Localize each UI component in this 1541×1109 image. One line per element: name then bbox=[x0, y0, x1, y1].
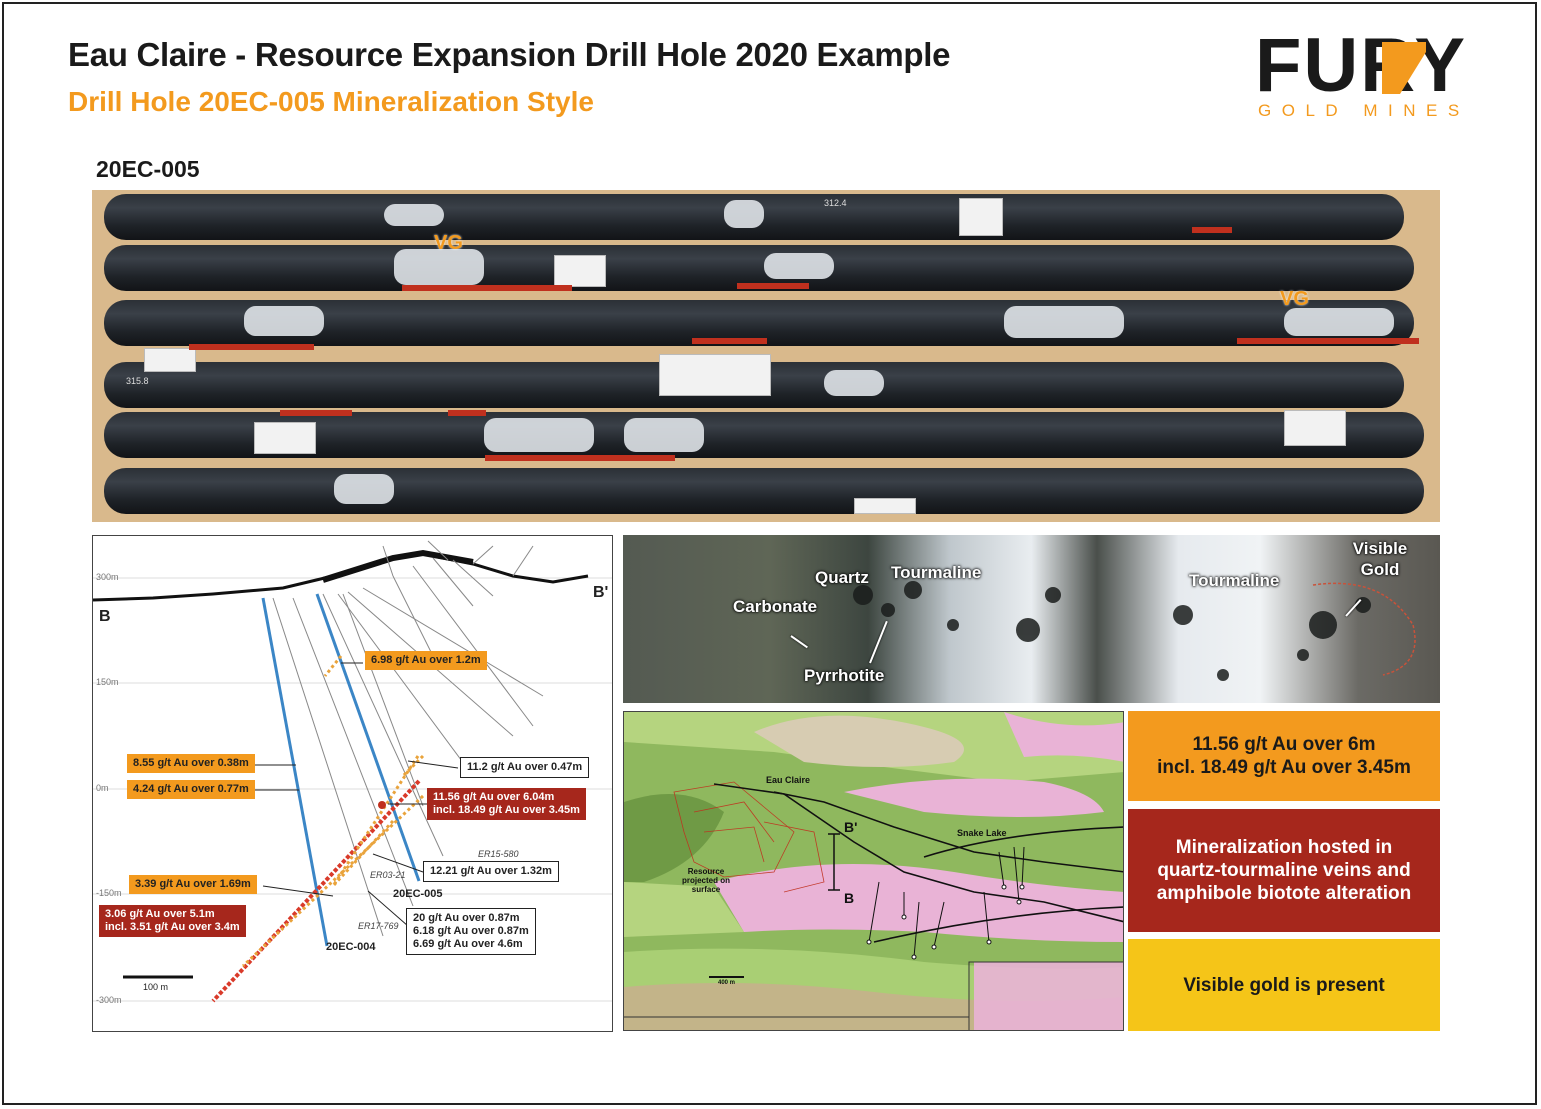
assay-interval-bar bbox=[692, 338, 767, 344]
drill-hole-label: 20EC-004 bbox=[326, 941, 376, 953]
assay-callout: 3.39 g/t Au over 1.69m bbox=[129, 875, 257, 894]
elevation-label: 150m bbox=[96, 677, 119, 687]
minor-hole-label: ER17-769 bbox=[358, 921, 399, 931]
elevation-label: 300m bbox=[96, 572, 119, 582]
logo-wordmark: FURY bbox=[1255, 23, 1468, 108]
eau-claire-label: Eau Claire bbox=[766, 775, 811, 785]
core-tag bbox=[659, 354, 771, 396]
assay-summary-line: 11.56 g/t Au over 6m bbox=[1192, 734, 1376, 755]
visible-gold-text: Visible gold is present bbox=[1183, 974, 1385, 996]
depth-marker: 312.4 bbox=[824, 198, 847, 208]
page-subtitle: Drill Hole 20EC-005 Mineralization Style bbox=[68, 86, 594, 117]
scale-bar-label: 100 m bbox=[143, 982, 169, 992]
elevation-label: -150m bbox=[96, 888, 122, 898]
resource-note-label: Resource projected on surface bbox=[681, 867, 730, 894]
mineralization-photo: Quartz Tourmaline Tourmaline Carbonate P… bbox=[623, 535, 1440, 703]
pyrrhotite-label: Pyrrhotite bbox=[804, 666, 885, 685]
core-box-photo: 312.4 315.8 VG VG bbox=[92, 190, 1440, 522]
photo-texture bbox=[853, 581, 1416, 681]
visible-gold-label: VG bbox=[1280, 288, 1309, 310]
cross-section-panel: B B' 300m 150m 0m -150m -300m 6.98 g/t A… bbox=[92, 535, 613, 1032]
assay-interval-bar bbox=[737, 283, 809, 289]
core-row-5 bbox=[104, 410, 1424, 458]
quartz-vein bbox=[624, 418, 704, 452]
quartz-vein bbox=[764, 253, 834, 279]
core-hole-id: 20EC-005 bbox=[96, 156, 200, 182]
assay-interval-bar bbox=[485, 455, 675, 461]
tourmaline-label: Tourmaline bbox=[1189, 571, 1280, 590]
core-row-1: 312.4 bbox=[104, 194, 1404, 240]
assay-summary-line: incl. 18.49 g/t Au over 3.45m bbox=[1157, 757, 1411, 778]
core-tag bbox=[554, 255, 606, 287]
host-summary-box: Mineralization hosted in quartz-tourmali… bbox=[1128, 809, 1440, 932]
assay-callout: 11.56 g/t Au over 6.04m incl. 18.49 g/t … bbox=[427, 788, 586, 820]
quartz-label: Quartz bbox=[815, 568, 869, 587]
carbonate-label: Carbonate bbox=[733, 597, 818, 616]
core-row-4: 315.8 bbox=[104, 348, 1404, 408]
section-endpoint-b-prime: B' bbox=[593, 584, 609, 601]
quartz-vein bbox=[384, 204, 444, 226]
assay-interval-bar bbox=[402, 285, 572, 291]
quartz-vein bbox=[1284, 308, 1394, 336]
quartz-vein bbox=[394, 249, 484, 285]
assay-callout: 4.24 g/t Au over 0.77m bbox=[127, 780, 255, 799]
minor-hole-label: ER03-21 bbox=[370, 870, 406, 880]
logo-subtitle: GOLD MINES bbox=[1258, 101, 1470, 120]
host-summary-line: quartz-tourmaline veins and bbox=[1157, 860, 1411, 881]
host-summary-line: Mineralization hosted in bbox=[1175, 837, 1393, 858]
elevation-label: -300m bbox=[96, 995, 122, 1005]
elevation-label: 0m bbox=[96, 783, 109, 793]
quartz-vein bbox=[244, 306, 324, 336]
assay-callout: 8.55 g/t Au over 0.38m bbox=[127, 754, 255, 773]
core-row-6 bbox=[104, 468, 1424, 514]
fury-logo: FURY GOLD MINES bbox=[1255, 28, 1475, 123]
tourmaline-label: Tourmaline bbox=[891, 563, 982, 582]
assay-interval-bar bbox=[189, 344, 314, 350]
section-b-label: B bbox=[844, 890, 855, 906]
map-drawing bbox=[624, 712, 1123, 1030]
geology-map: Eau Claire Snake Lake Resource projected… bbox=[623, 711, 1124, 1031]
visible-gold-label: VG bbox=[434, 232, 463, 254]
assay-callout: 3.06 g/t Au over 5.1m incl. 3.51 g/t Au … bbox=[99, 905, 246, 937]
core-tag bbox=[854, 498, 916, 514]
snake-lake-label: Snake Lake bbox=[957, 828, 1007, 838]
core-tag bbox=[144, 348, 196, 372]
core-tag bbox=[254, 422, 316, 454]
assay-interval-bar bbox=[448, 410, 486, 416]
assay-interval-bar bbox=[1192, 227, 1232, 233]
drill-hole-label: 20EC-005 bbox=[393, 888, 443, 900]
host-summary-line: amphibole biotote alteration bbox=[1156, 883, 1412, 904]
visible-gold-box: Visible gold is present bbox=[1128, 939, 1440, 1031]
assay-summary-box: 11.56 g/t Au over 6m incl. 18.49 g/t Au … bbox=[1128, 711, 1440, 801]
core-tag bbox=[959, 198, 1003, 236]
quartz-vein bbox=[824, 370, 884, 396]
section-endpoint-b: B bbox=[99, 608, 111, 625]
assay-callout: 6.98 g/t Au over 1.2m bbox=[365, 651, 487, 670]
map-scale-label: 400 m bbox=[718, 980, 736, 986]
logo-accent-icon bbox=[1382, 42, 1426, 94]
depth-marker: 315.8 bbox=[126, 376, 149, 386]
quartz-vein bbox=[724, 200, 764, 228]
assay-interval-bar bbox=[280, 410, 352, 416]
assay-callout: 12.21 g/t Au over 1.32m bbox=[423, 861, 559, 882]
section-b-prime-label: B' bbox=[844, 819, 858, 835]
minor-hole-label: ER15-580 bbox=[478, 849, 519, 859]
quartz-vein bbox=[1004, 306, 1124, 338]
quartz-vein bbox=[484, 418, 594, 452]
page-title: Eau Claire - Resource Expansion Drill Ho… bbox=[68, 36, 951, 73]
visible-gold-photo-label: Visible Gold bbox=[1352, 539, 1408, 579]
assay-callout: 11.2 g/t Au over 0.47m bbox=[460, 757, 590, 778]
assay-callout: 20 g/t Au over 0.87m 6.18 g/t Au over 0.… bbox=[406, 908, 536, 955]
core-tag bbox=[1284, 410, 1346, 446]
assay-interval-bar bbox=[1237, 338, 1419, 344]
quartz-vein bbox=[334, 474, 394, 504]
